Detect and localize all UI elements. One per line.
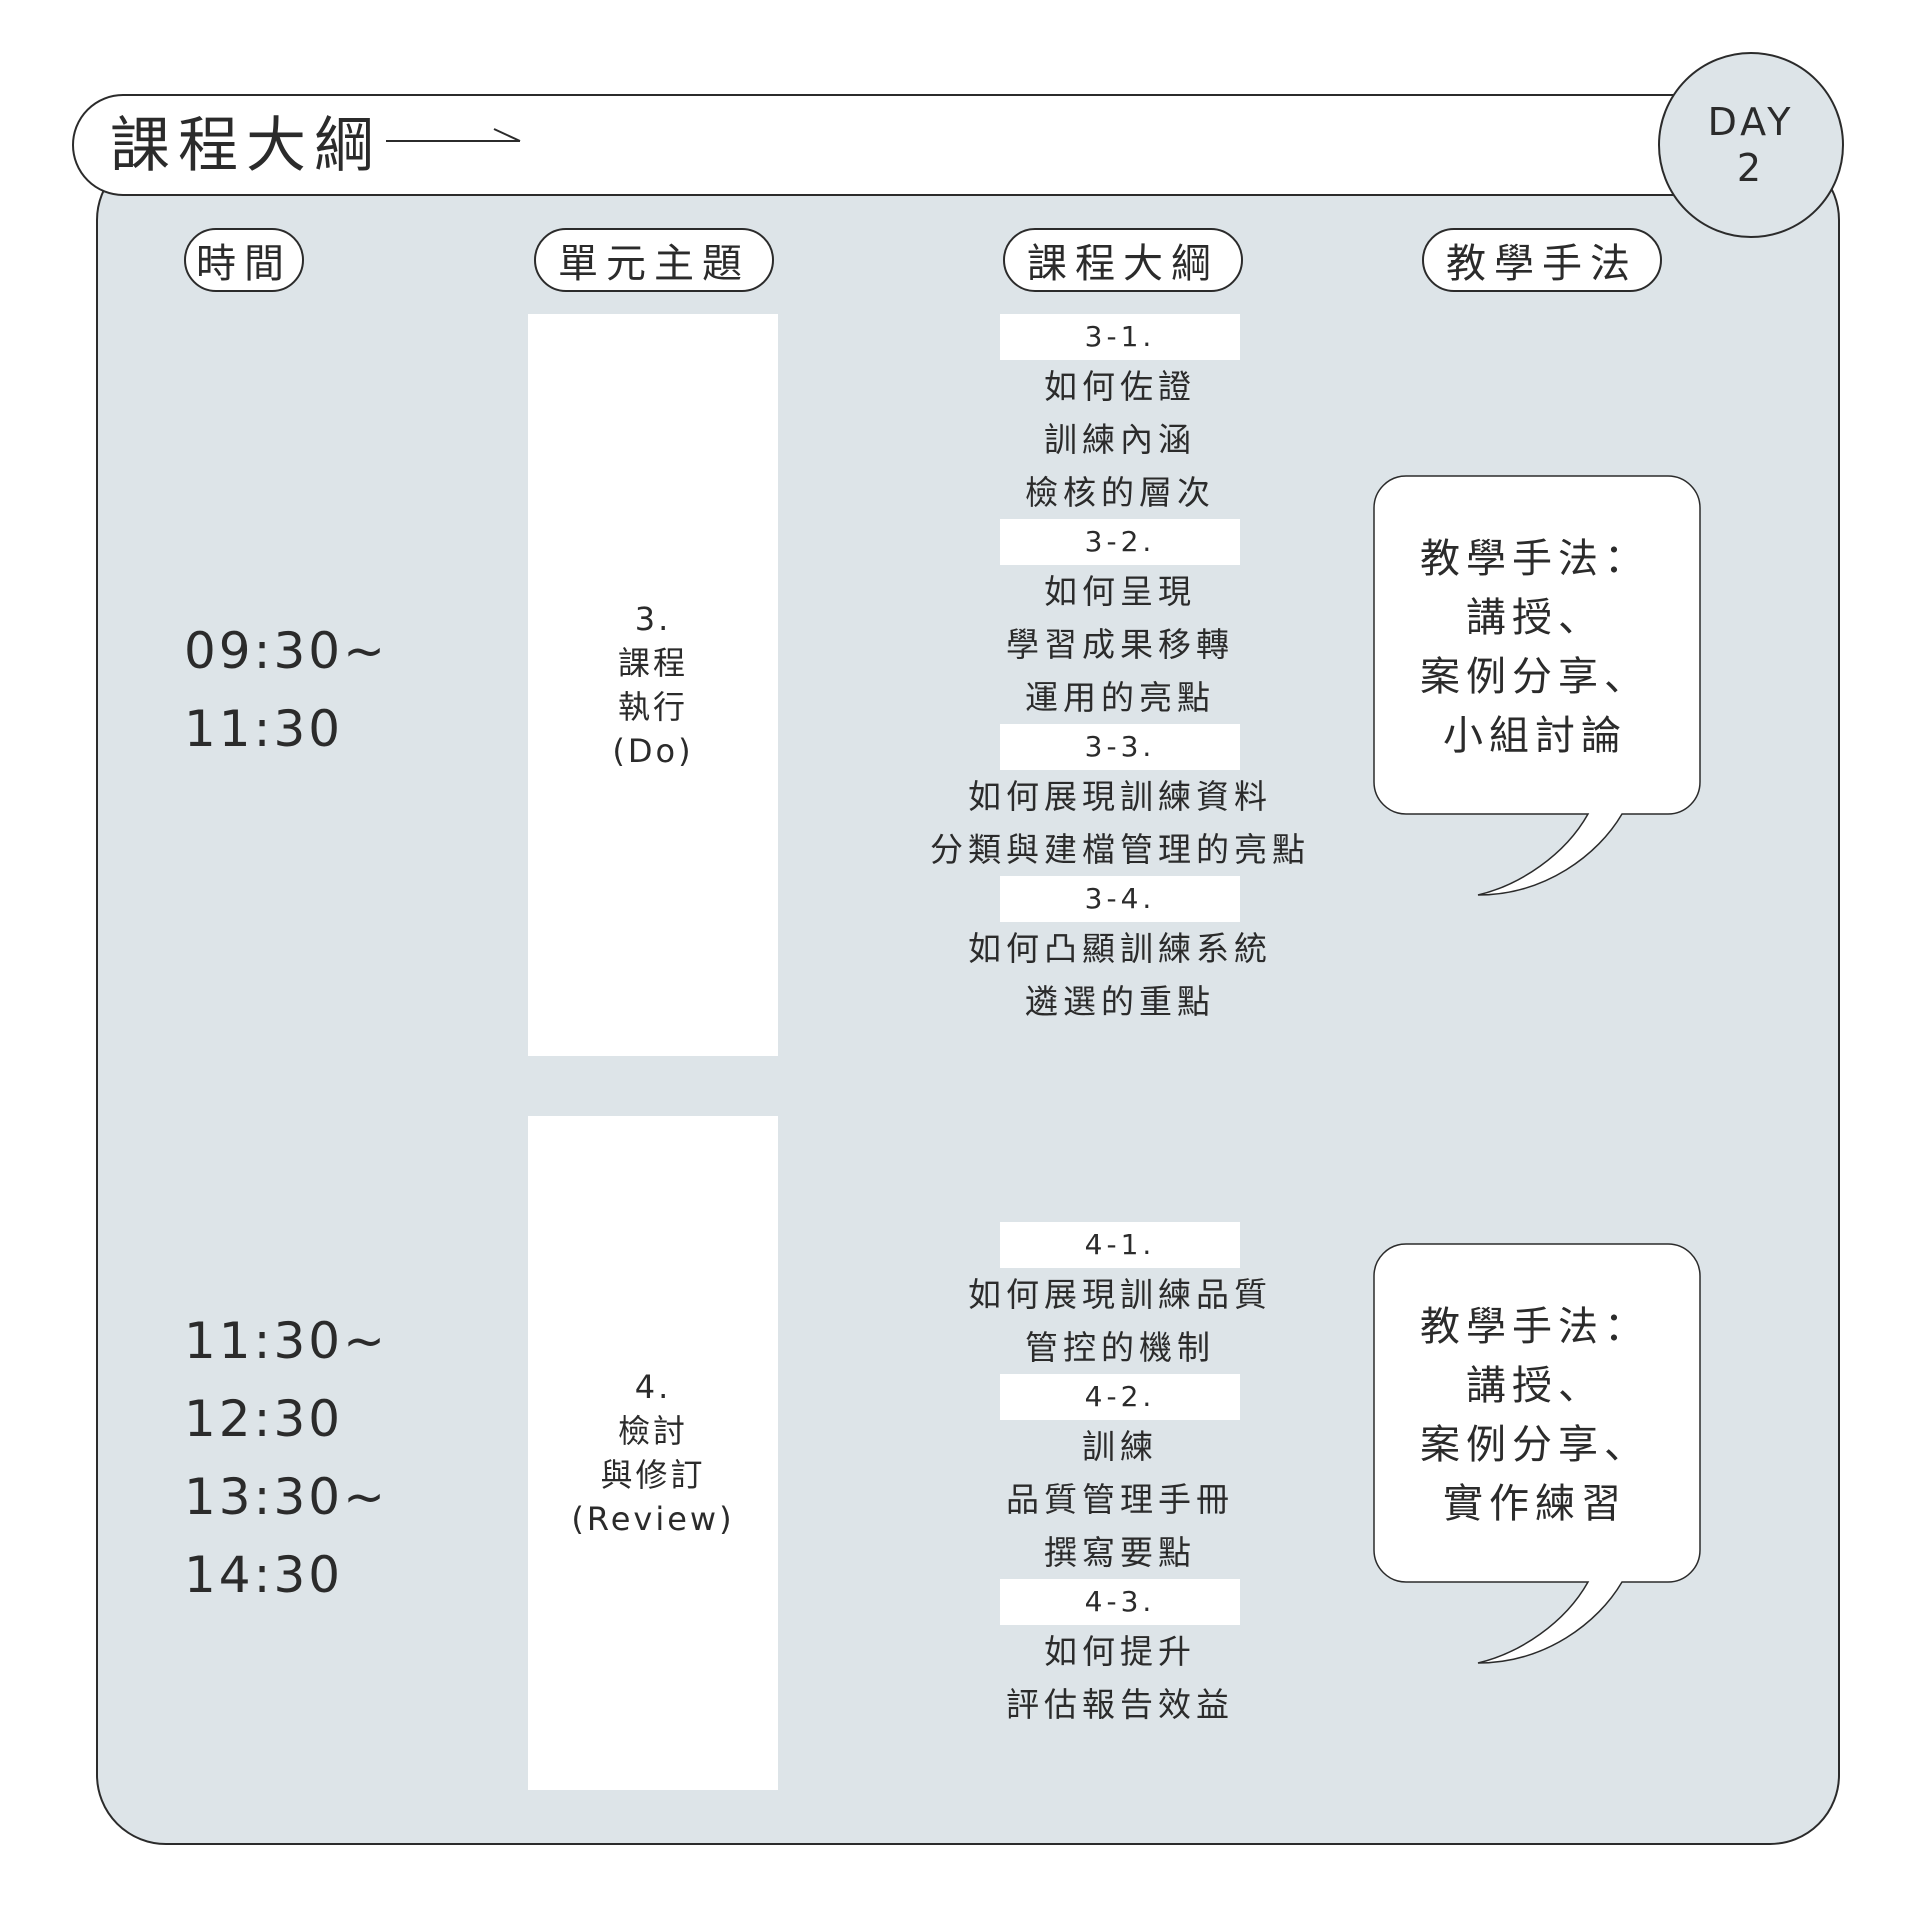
- session-2-outline: 4-1. 如何展現訓練品質 管控的機制 4-2. 訓練 品質管理手冊 撰寫要點 …: [880, 1222, 1360, 1731]
- session-1-outline: 3-1. 如何佐證 訓練內涵 檢核的層次 3-2. 如何呈現 學習成果移轉 運用…: [880, 314, 1360, 1028]
- page-title: 課程大綱: [110, 111, 382, 181]
- time-line: 11:30~: [184, 1312, 388, 1370]
- method-line: 實作練習: [1443, 1481, 1627, 1527]
- session-2-topic: 4. 檢討 與修訂 (Review): [528, 1116, 778, 1790]
- outline-number: 3-3.: [1000, 724, 1240, 770]
- topic-line: (Do): [612, 732, 694, 770]
- topic-line: (Review): [571, 1500, 735, 1538]
- method-line: 教學手法：: [1420, 1304, 1650, 1350]
- session-1-method-bubble: 教學手法： 講授、 案例分享、 小組討論: [1370, 475, 1710, 910]
- outline-number: 4-2.: [1000, 1374, 1240, 1420]
- outline-line: 學習成果移轉: [1006, 625, 1234, 664]
- outline-line: 如何提升: [1044, 1632, 1196, 1671]
- topic-line: 4.: [634, 1368, 672, 1406]
- method-line: 講授、: [1466, 1363, 1604, 1409]
- outline-number: 4-3.: [1000, 1579, 1240, 1625]
- outline-line: 如何佐證: [1044, 367, 1196, 406]
- outline-line: 如何展現訓練資料: [968, 777, 1272, 816]
- outline-line: 管控的機制: [1025, 1328, 1215, 1367]
- outline-line: 撰寫要點: [1044, 1533, 1196, 1572]
- outline-line: 品質管理手冊: [1006, 1480, 1234, 1519]
- topic-line: 與修訂: [600, 1456, 706, 1494]
- arrow-right-icon: [386, 128, 521, 142]
- method-line: 講授、: [1466, 595, 1604, 641]
- column-header-method: 教學手法: [1422, 228, 1662, 292]
- column-header-topic: 單元主題: [534, 228, 774, 292]
- outline-line: 訓練: [1082, 1427, 1158, 1466]
- method-line: 教學手法：: [1420, 536, 1650, 582]
- outline-number: 3-2.: [1000, 519, 1240, 565]
- method-line: 案例分享、: [1420, 1422, 1650, 1468]
- session-1-time: 09:30~ 11:30: [184, 612, 388, 768]
- outline-number: 3-4.: [1000, 876, 1240, 922]
- outline-line: 評估報告效益: [1006, 1685, 1234, 1724]
- title-bar: [72, 94, 1732, 196]
- session-1-topic: 3. 課程 執行 (Do): [528, 314, 778, 1056]
- topic-line: 執行: [617, 688, 688, 726]
- outline-number: 3-1.: [1000, 314, 1240, 360]
- session-2-method-bubble: 教學手法： 講授、 案例分享、 實作練習: [1370, 1243, 1710, 1678]
- speech-bubble-shape: [1373, 475, 1701, 896]
- outline-line: 運用的亮點: [1025, 678, 1215, 717]
- outline-line: 如何展現訓練品質: [968, 1275, 1272, 1314]
- outline-line: 如何凸顯訓練系統: [968, 929, 1272, 968]
- time-line: 13:30~: [184, 1468, 388, 1526]
- column-header-time: 時間: [184, 228, 304, 292]
- day-label: DAY: [1707, 100, 1795, 144]
- speech-bubble-shape: [1373, 1243, 1701, 1664]
- session-2-time: 11:30~ 12:30 13:30~ 14:30: [184, 1302, 388, 1614]
- time-line: 12:30: [184, 1390, 344, 1448]
- outline-line: 訓練內涵: [1044, 420, 1196, 459]
- column-header-outline: 課程大綱: [1003, 228, 1243, 292]
- topic-line: 3.: [634, 600, 672, 638]
- outline-line: 遴選的重點: [1025, 982, 1215, 1021]
- method-line: 小組討論: [1443, 713, 1627, 759]
- day-badge: DAY 2: [1658, 52, 1844, 238]
- time-line: 09:30~: [184, 622, 388, 680]
- time-line: 14:30: [184, 1546, 344, 1604]
- topic-line: 檢討: [617, 1412, 688, 1450]
- outline-line: 檢核的層次: [1025, 473, 1215, 512]
- topic-line: 課程: [617, 644, 688, 682]
- time-line: 11:30: [184, 700, 344, 758]
- method-line: 案例分享、: [1420, 654, 1650, 700]
- method-text: 教學手法： 講授、 案例分享、 小組討論: [1370, 530, 1700, 766]
- method-text: 教學手法： 講授、 案例分享、 實作練習: [1370, 1298, 1700, 1534]
- outline-line: 分類與建檔管理的亮點: [930, 830, 1310, 869]
- outline-number: 4-1.: [1000, 1222, 1240, 1268]
- day-number: 2: [1736, 146, 1766, 190]
- outline-line: 如何呈現: [1044, 572, 1196, 611]
